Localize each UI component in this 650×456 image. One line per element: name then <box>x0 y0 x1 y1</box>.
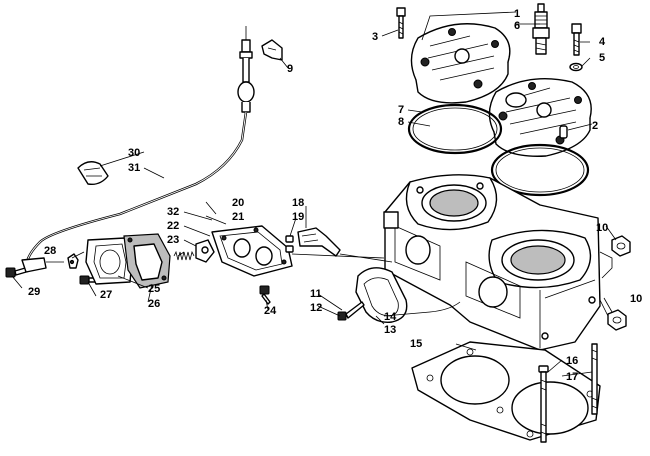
callout-31: 31 <box>128 162 140 174</box>
callout-13: 13 <box>384 324 396 336</box>
head-bolt-left[interactable] <box>396 7 406 39</box>
pump-clip[interactable] <box>67 253 79 269</box>
callout-27: 27 <box>100 289 112 301</box>
callout-10-upper: 10 <box>596 222 608 234</box>
callout-30: 30 <box>128 147 140 159</box>
callout-4: 4 <box>599 36 606 48</box>
exhaust-cover[interactable] <box>355 267 408 323</box>
callout-17: 17 <box>566 371 578 383</box>
head-o-rings[interactable] <box>407 103 590 197</box>
callout-7: 7 <box>398 104 404 116</box>
cylinder-head-left[interactable] <box>410 23 511 104</box>
callout-12: 12 <box>310 302 322 314</box>
callout-26: 26 <box>148 298 160 310</box>
callout-32: 32 <box>167 206 179 218</box>
callout-25: 25 <box>148 283 160 295</box>
pump-screw[interactable] <box>259 285 271 305</box>
dowel-pin[interactable] <box>559 125 568 139</box>
oil-pump-spring[interactable] <box>173 250 195 261</box>
base-gasket[interactable] <box>411 341 601 441</box>
callout-8: 8 <box>398 116 404 128</box>
throttle-cable[interactable] <box>24 26 255 269</box>
callout-5: 5 <box>599 52 605 64</box>
callout-10-lower: 10 <box>630 293 642 305</box>
callout-20: 20 <box>232 197 244 209</box>
callout-21: 21 <box>232 211 244 223</box>
cylinder-studs[interactable] <box>538 343 598 443</box>
head-bolt-right[interactable] <box>571 23 582 56</box>
flange-nut-upper[interactable] <box>611 235 631 257</box>
callout-23: 23 <box>167 234 179 246</box>
oil-line <box>291 253 385 259</box>
callout-18: 18 <box>292 197 304 209</box>
callout-15: 15 <box>410 338 422 350</box>
callout-14: 14 <box>384 311 397 323</box>
callout-19: 19 <box>292 211 304 223</box>
cable-clip[interactable] <box>261 39 283 61</box>
cable-damper[interactable] <box>77 161 109 186</box>
callout-22: 22 <box>167 220 179 232</box>
cover-screw[interactable] <box>337 301 365 321</box>
washer[interactable] <box>569 62 583 72</box>
callout-16: 16 <box>566 355 578 367</box>
callout-9: 9 <box>287 63 293 75</box>
oil-line-clamps[interactable] <box>285 235 294 253</box>
callout-6: 6 <box>514 20 520 32</box>
callout-29: 29 <box>28 286 40 298</box>
flange-nut-lower[interactable] <box>607 309 627 331</box>
callout-11: 11 <box>310 288 322 300</box>
callout-1: 1 <box>514 8 520 20</box>
callout-24: 24 <box>264 305 277 317</box>
oil-line-fitting[interactable] <box>297 227 341 257</box>
oil-pump-lever[interactable] <box>195 239 215 263</box>
cable-end[interactable] <box>21 257 47 273</box>
callout-28: 28 <box>44 245 56 257</box>
intake-gasket[interactable] <box>123 233 171 289</box>
oil-pump-body[interactable] <box>211 225 293 277</box>
cylinder-block[interactable] <box>383 174 601 351</box>
spark-plug[interactable] <box>532 3 550 55</box>
callout-2: 2 <box>592 120 598 132</box>
callout-3: 3 <box>372 31 378 43</box>
